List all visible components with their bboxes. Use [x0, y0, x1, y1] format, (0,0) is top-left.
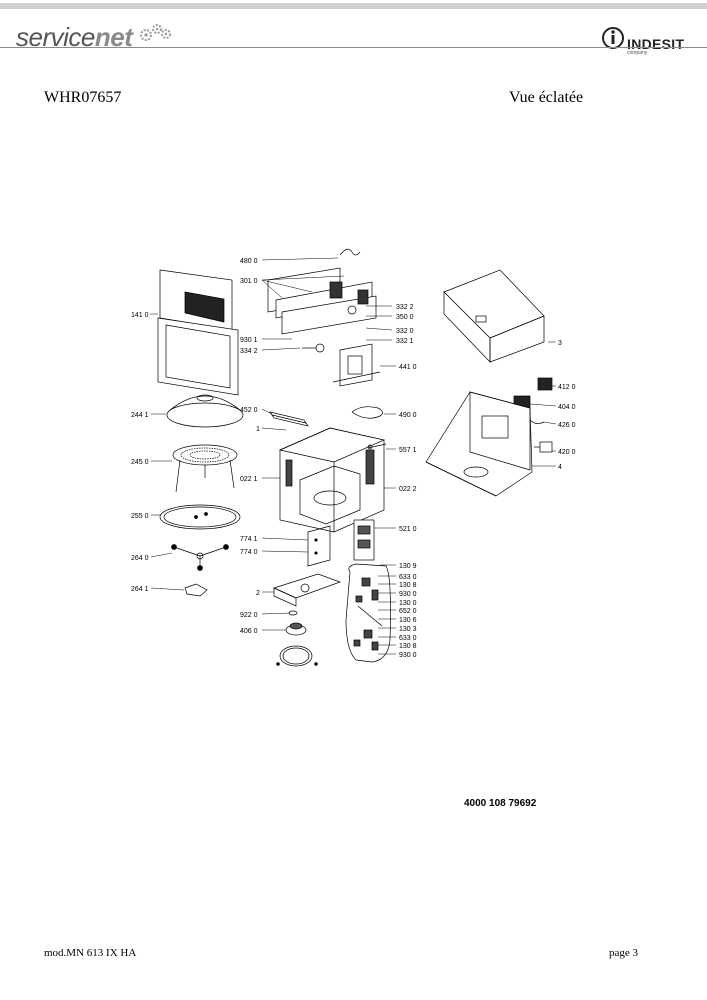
view-title: Vue éclatée [509, 89, 584, 106]
part-label: 420 0 [558, 449, 576, 456]
part-label: 521 0 [399, 526, 417, 533]
part-label: 350 0 [396, 314, 414, 321]
part-label: 412 0 [558, 384, 576, 391]
door-frame-part [157, 269, 239, 396]
indesit-logo-text: INDESIT [627, 36, 685, 52]
part-label: 4 [558, 464, 562, 471]
part-label: 633 0 [399, 574, 417, 581]
bracket-part [332, 343, 381, 387]
part-label: 332 0 [396, 328, 414, 335]
part-label: 633 0 [399, 635, 417, 642]
top-decor-bar [0, 3, 707, 9]
footer-page-number: page 3 [609, 947, 639, 959]
knob-part [302, 343, 325, 353]
turntable-motor-part [285, 622, 307, 636]
part-label: 930 0 [399, 591, 417, 598]
part-label: 130 3 [399, 626, 417, 633]
dish-cover-part [166, 394, 244, 428]
roller-support-part [171, 544, 229, 571]
part-label: 245 0 [131, 459, 149, 466]
part-label: 2 [256, 590, 260, 597]
part-label: 774 1 [240, 536, 258, 543]
grill-rack-part [172, 444, 238, 493]
relay-part [537, 377, 553, 391]
part-label: 557 1 [399, 447, 417, 454]
oven-cavity-part [278, 427, 386, 533]
indesit-logo-icon [602, 27, 624, 49]
part-label: 3 [558, 340, 562, 347]
part-label: 930 0 [399, 652, 417, 659]
part-label: 652 0 [399, 608, 417, 615]
part-label: 404 0 [558, 404, 576, 411]
fuse-holder-part [534, 441, 553, 453]
part-label: 264 0 [131, 555, 149, 562]
coupler-part [184, 583, 208, 597]
cord-part [529, 419, 545, 424]
part-label: 130 9 [399, 563, 417, 570]
part-label: 022 2 [399, 486, 417, 493]
part-label: 130 6 [399, 617, 417, 624]
part-label: 332 1 [396, 338, 414, 345]
part-label: 022 1 [240, 476, 258, 483]
part-label: 406 0 [240, 628, 258, 635]
part-label: 334 2 [240, 348, 258, 355]
gears-icon [140, 24, 171, 41]
part-label: 244 1 [131, 412, 149, 419]
leader-lines [150, 257, 557, 655]
turntable-part [159, 504, 241, 530]
back-frame-part [425, 391, 533, 497]
part-label: 774 0 [240, 549, 258, 556]
washer-part [288, 610, 298, 616]
seal-ring-part [276, 645, 318, 667]
part-label: 255 0 [131, 513, 149, 520]
mica-sheet-part [307, 525, 331, 567]
header-rule [0, 47, 707, 48]
part-label: 930 1 [240, 337, 258, 344]
part-label: 490 0 [399, 412, 417, 419]
wiring-group-part [345, 563, 391, 663]
part-label: 130 8 [399, 643, 417, 650]
waveguide-part [269, 411, 309, 427]
fixing-screw-part [367, 443, 387, 450]
model-code: WHR07657 [44, 89, 122, 106]
part-label: 301 0 [240, 278, 258, 285]
part-label: 452 0 [240, 407, 258, 414]
document-number: 4000 108 79692 [464, 798, 537, 809]
part-label: 130 0 [399, 600, 417, 607]
cable-part [351, 406, 383, 419]
part-labels: 480 0 301 0 332 2 350 0 332 0 332 1 930 … [131, 258, 576, 659]
base-plate-part [273, 573, 342, 607]
footer-model: mod.MN 613 IX HA [44, 947, 137, 959]
part-label: 130 8 [399, 582, 417, 589]
part-label: 264 1 [131, 586, 149, 593]
part-label: 1 [256, 426, 260, 433]
part-label: 141 0 [131, 312, 149, 319]
part-label: 332 2 [396, 304, 414, 311]
cabinet-cover-part [443, 269, 545, 363]
part-label: 426 0 [558, 422, 576, 429]
control-panel-part [267, 248, 377, 335]
part-label: 922 0 [240, 612, 258, 619]
indesit-logo-subtext: company [627, 50, 648, 56]
part-label: 441 0 [399, 364, 417, 371]
part-label: 480 0 [240, 258, 258, 265]
control-board-part [353, 519, 375, 561]
